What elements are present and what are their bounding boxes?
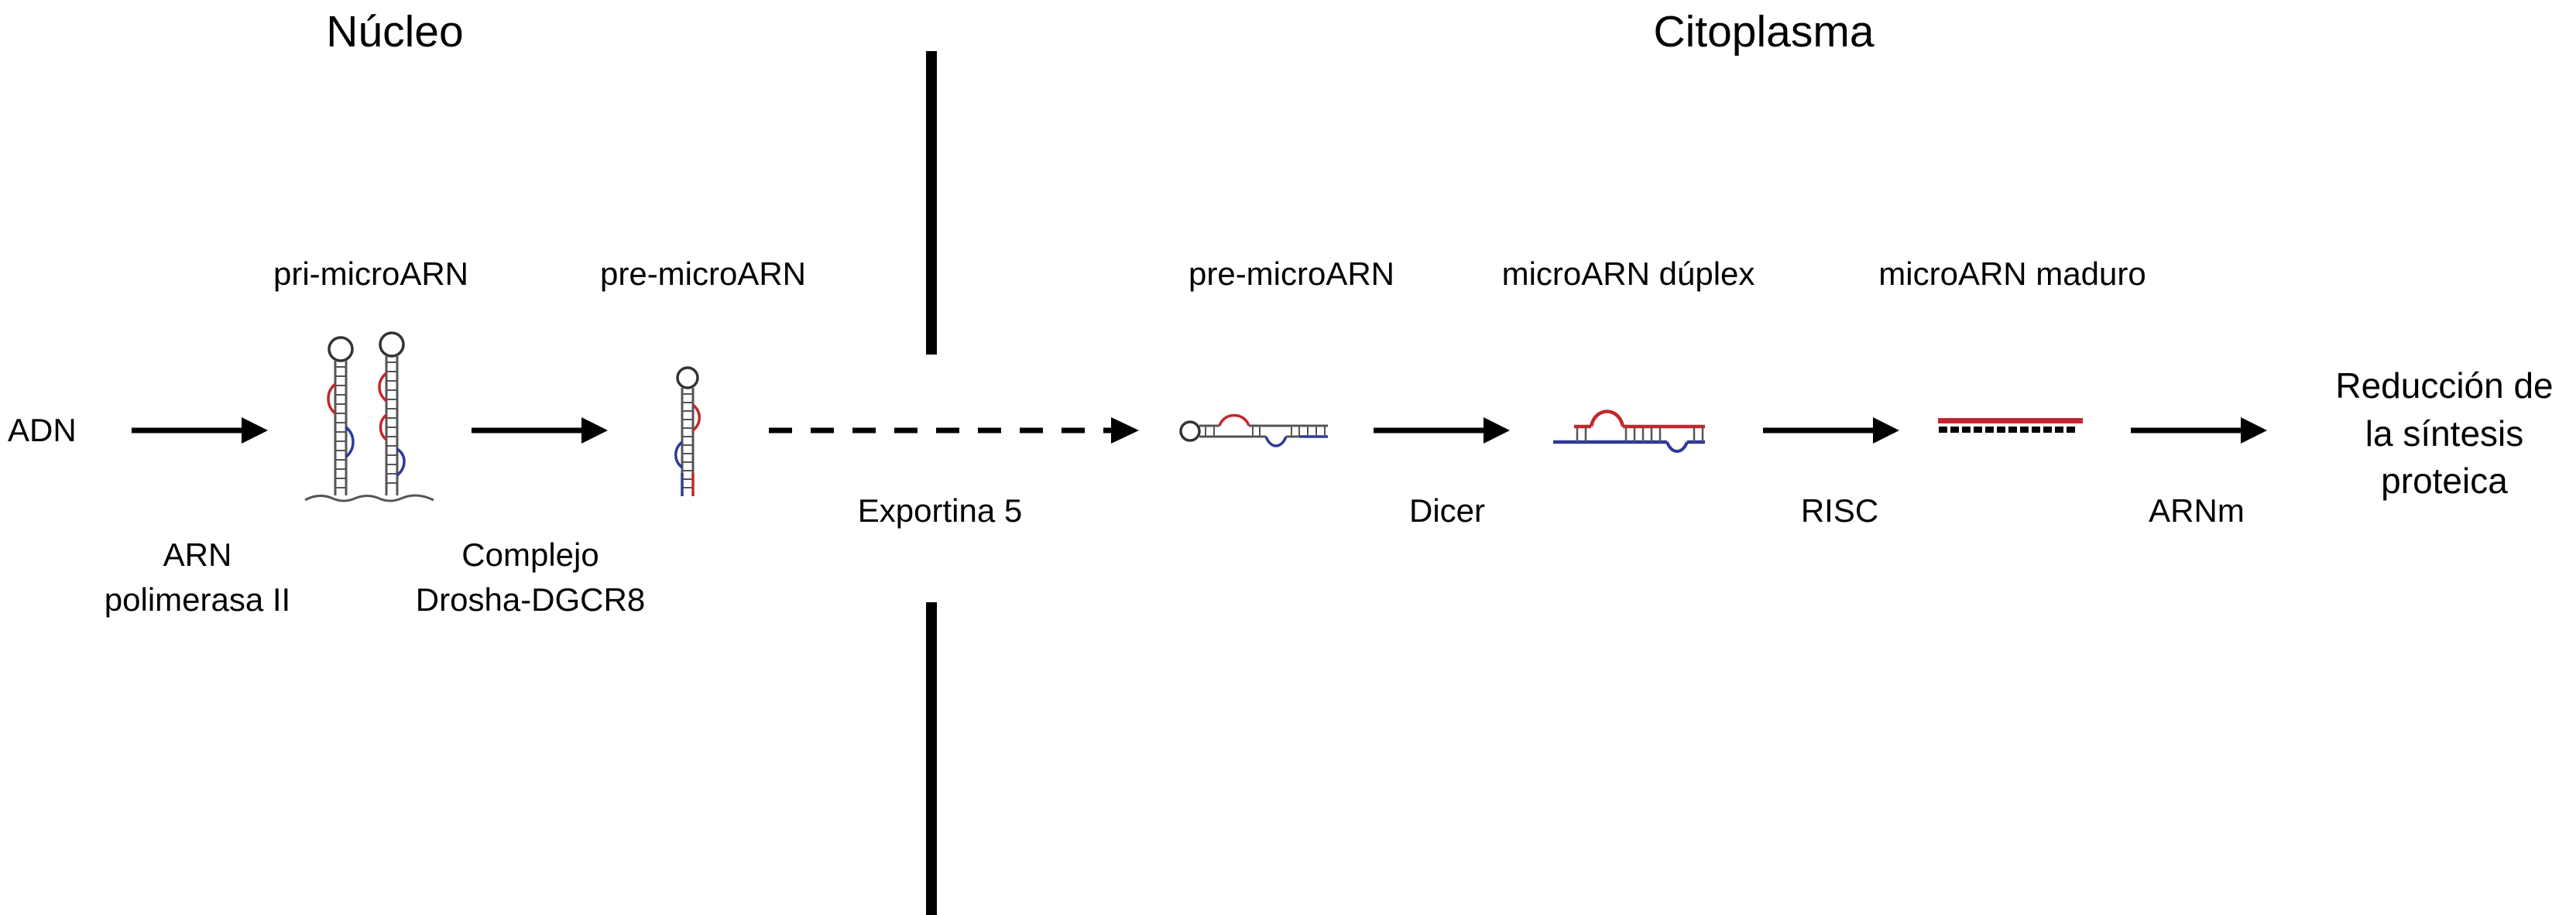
label-risc: RISC (1800, 492, 1879, 529)
label-pri-microarn: pri-microARN (273, 255, 468, 292)
microarn-duplex-structure (1553, 410, 1705, 453)
label-adn: ADN (8, 412, 77, 448)
nuclear-membrane-divider-top (926, 51, 937, 355)
pre-microarn-structure-cytoplasm (1179, 413, 1328, 447)
pre-microarn-structure-nucleus (674, 366, 701, 496)
label-microarn-maduro: microARN maduro (1878, 255, 2146, 292)
arrow-mrna-targeting (2131, 417, 2267, 444)
region-title-nucleus: Núcleo (326, 7, 464, 57)
label-pre-microarn-nucleus: pre-microARN (599, 255, 807, 292)
arrow-exportin5-dashed (769, 417, 1139, 444)
pri-microarn-structure (304, 331, 434, 502)
arrow-risc-loading (1763, 417, 1899, 444)
label-arnm: ARNm (2149, 492, 2245, 529)
label-pre-microarn-cytoplasm: pre-microARN (1188, 255, 1395, 292)
label-rna-polymerase: ARN polimerasa II (104, 536, 291, 618)
label-microarn-duplex: microARN dúplex (1501, 255, 1755, 292)
label-dicer: Dicer (1408, 492, 1486, 529)
arrow-dicer-processing (1374, 417, 1510, 444)
microarn-maduro-structure (1938, 418, 2083, 433)
arrow-transcription (132, 417, 268, 444)
label-drosha-complex: Complejo Drosha-DGCR8 (415, 536, 646, 618)
label-exportin5: Exportina 5 (857, 492, 1023, 529)
label-outcome: Reducción de la síntesis proteica (2335, 365, 2554, 502)
region-title-cytoplasm: Citoplasma (1653, 7, 1875, 57)
arrow-drosha-processing (472, 417, 608, 444)
nuclear-membrane-divider-bottom (926, 602, 937, 915)
